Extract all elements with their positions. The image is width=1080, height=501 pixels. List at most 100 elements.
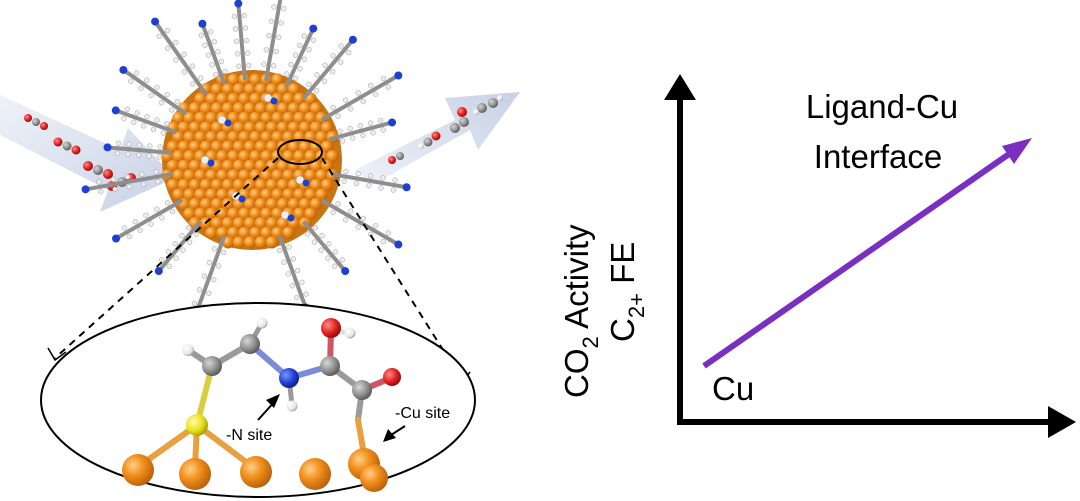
ligand-hydrogen — [338, 43, 344, 49]
ligand-hydrogen — [360, 215, 366, 222]
molecule-atoms — [122, 317, 401, 492]
ligand-hydrogen — [266, 32, 272, 39]
cu-surface-atom — [194, 188, 207, 201]
cu-surface-atom — [177, 121, 191, 134]
n-site-pointer — [257, 394, 280, 421]
ligand-hydrogen — [215, 48, 221, 55]
ligand-hydrogen — [304, 231, 311, 237]
ligand-hydrogen — [158, 100, 165, 106]
cu-surface-atom — [232, 236, 246, 249]
surface-ligand-nitrogen — [302, 179, 310, 187]
ligand-hydrogen — [313, 88, 320, 94]
ligand-nitrogen — [112, 234, 121, 243]
cu-surface-atom — [287, 102, 301, 115]
ligand-nitrogen — [234, 0, 243, 8]
ligand-nitrogen — [81, 185, 90, 194]
ligand-hydrogen — [156, 154, 163, 160]
y-axis-label-line2: C2+ FE — [604, 242, 649, 342]
ligand-hydrogen — [125, 151, 131, 157]
cu-surface-atom — [188, 159, 202, 172]
cu-surface-atom — [183, 207, 196, 220]
cu-surface-atom — [205, 111, 218, 125]
cu-surface-atom — [243, 82, 257, 96]
ligand-hydrogen — [181, 69, 187, 75]
ligand-nitrogen — [388, 118, 397, 127]
ligand-hydrogen — [232, 26, 239, 32]
ligand-hydrogen — [133, 70, 140, 76]
cu-surface-atom — [254, 102, 268, 115]
cu-surface-atom — [227, 169, 240, 182]
ligand-hydrogen — [164, 121, 170, 127]
ligand-hydrogen — [294, 294, 300, 301]
cu-surface-atom — [254, 159, 268, 172]
cu-surface-atom — [260, 169, 273, 182]
cu-surface-atom — [221, 82, 235, 96]
cu-surface-atom — [238, 130, 251, 144]
ligand-hydrogen — [339, 138, 346, 144]
cu-surface-atom — [216, 130, 229, 144]
ligand-hydrogen — [166, 263, 173, 269]
cu-surface-atom — [265, 159, 279, 172]
carbon-atom — [240, 334, 260, 354]
ligand-hydrogen — [189, 81, 196, 87]
ligand-hydrogen — [297, 66, 303, 72]
surface-ligands — [81, 0, 411, 323]
cu-surface-atom — [166, 159, 180, 172]
cu-surface-atom — [271, 188, 284, 201]
ligand-hydrogen — [342, 217, 349, 223]
cu-surface-atom — [232, 121, 246, 134]
ylabel-c-sub: 2+ — [624, 293, 649, 318]
trend-line-arrowhead — [1002, 138, 1032, 164]
cu-surface-atom — [216, 92, 229, 105]
cu-surface-atom — [188, 102, 202, 115]
cu-surface-atom — [287, 121, 301, 134]
zoomed-interface-view: -N site -Cu site — [40, 302, 476, 498]
cu-surface-atom — [243, 216, 257, 230]
ligand-hydrogen — [211, 39, 217, 45]
cu-surface-atom — [271, 207, 284, 220]
cu-surface-atom — [260, 207, 273, 220]
ligand-nitrogen — [198, 19, 207, 28]
hydrogen-atom — [286, 400, 298, 412]
ligand-hydrogen — [222, 68, 228, 75]
cu-surface-atom — [254, 197, 268, 211]
cu-surface-atom — [298, 102, 312, 115]
cu-surface-atom — [243, 102, 257, 115]
ligand-hydrogen — [377, 117, 384, 124]
ligand-hydrogen — [329, 69, 336, 75]
cu-surface-atom — [183, 130, 196, 144]
oxygen-atom — [383, 368, 401, 386]
cu-surface-atom — [183, 111, 196, 125]
ligand-hydrogen — [191, 300, 198, 307]
ligand-hydrogen — [285, 271, 291, 277]
ligand-hydrogen — [310, 37, 317, 43]
cu-surface-atom — [249, 226, 262, 239]
ligand-hydrogen — [134, 110, 140, 116]
cu-surface-atom — [282, 149, 295, 163]
cu-surface-atom — [243, 159, 257, 172]
ligand-hydrogen — [154, 206, 160, 212]
cu-surface-atom — [287, 140, 301, 153]
cu-surface-atom — [221, 178, 235, 192]
cu-surface-atom — [271, 73, 284, 86]
cu-surface-atom — [287, 82, 301, 96]
ligand-hydrogen — [164, 45, 171, 51]
ligand-hydrogen — [306, 47, 312, 53]
ligand-hydrogen — [233, 38, 240, 45]
ligand-hydrogen — [173, 39, 179, 46]
ligand-hydrogen — [172, 241, 178, 247]
cu-surface-atom — [309, 140, 323, 153]
cu-surface-atom — [293, 207, 306, 220]
surface-ligand-hydrogen — [200, 155, 210, 165]
cu-surface-atom — [232, 159, 246, 172]
ligand-hydrogen — [140, 123, 147, 129]
ligand-hydrogen — [392, 177, 398, 183]
cu-surface-atom — [304, 188, 317, 201]
ligand-hydrogen — [124, 174, 131, 180]
ligand-hydrogen — [186, 239, 193, 245]
ligand-hydrogen — [143, 212, 149, 219]
cu-surface-atom — [199, 178, 213, 192]
cu-surface-atom — [254, 140, 268, 153]
cu-surface-atom — [260, 149, 273, 163]
cu-surface-atom — [205, 92, 218, 105]
